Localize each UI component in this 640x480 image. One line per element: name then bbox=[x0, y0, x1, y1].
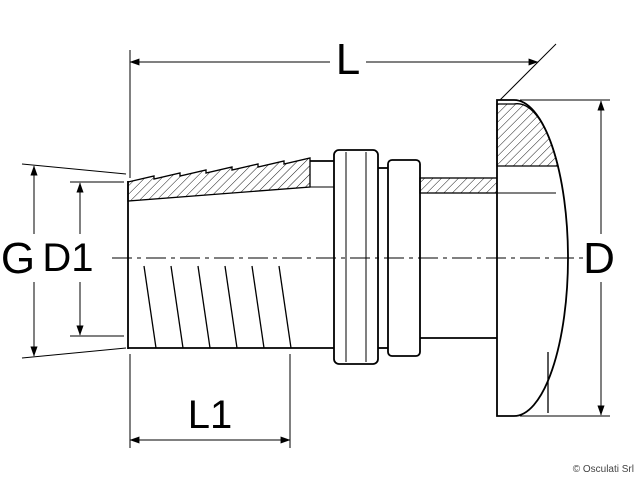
dim-G-ext-bottom bbox=[21, 347, 127, 359]
dim-label-D1: D1 bbox=[42, 236, 93, 280]
dimension-D1: D1 bbox=[42, 181, 124, 337]
dim-label-L: L bbox=[336, 35, 360, 84]
barb-face-lines bbox=[143, 265, 292, 349]
dim-label-L1: L1 bbox=[188, 393, 233, 437]
dimension-D: D bbox=[520, 99, 615, 417]
body-wall-section-hatch bbox=[419, 177, 499, 194]
hex-nut bbox=[333, 149, 379, 365]
copyright-text: © Osculati Srl bbox=[573, 464, 634, 475]
dimension-L: L bbox=[129, 35, 557, 178]
dimension-L1: L1 bbox=[129, 354, 291, 448]
fitting-outline bbox=[112, 99, 584, 417]
dim-L-ext-right bbox=[499, 43, 557, 101]
hose-tail-section-hatch bbox=[127, 157, 311, 202]
dim-G-ext-top bbox=[21, 163, 127, 175]
dimension-G: G bbox=[1, 163, 127, 359]
dim-label-D: D bbox=[583, 234, 615, 283]
flange-head-section-hatch bbox=[496, 103, 559, 167]
dim-label-G: G bbox=[1, 234, 35, 283]
